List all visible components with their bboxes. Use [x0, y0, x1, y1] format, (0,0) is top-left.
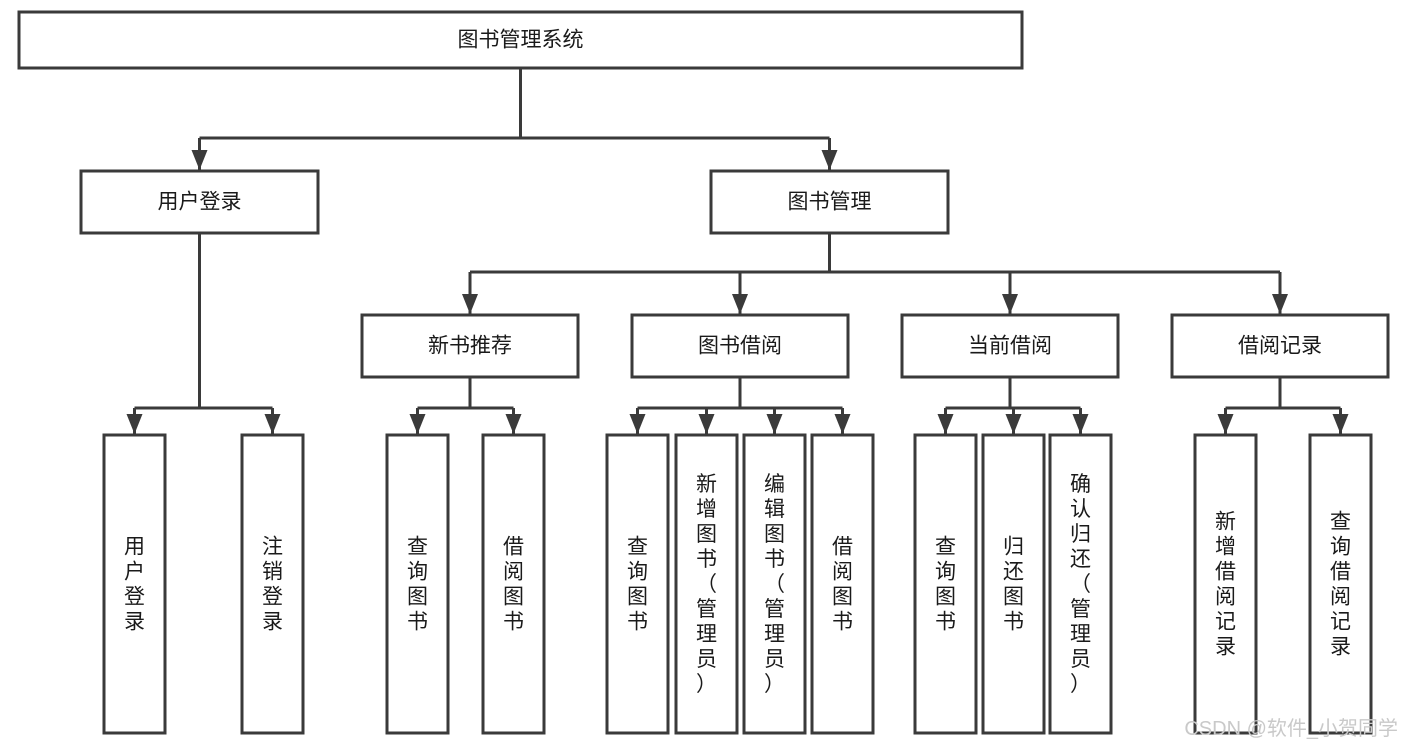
watermark-text: CSDN @软件_小贺同学 [1184, 717, 1398, 740]
edge-user-login-to-leaves-arrow-0 [126, 414, 143, 434]
node-leaf-add-book-admin[interactable]: 新增图书（管理员） [674, 433, 739, 735]
node-leaf-borrow-book-new[interactable]: 借阅图书 [481, 433, 546, 735]
edge-new-book-recommend-to-leaves [409, 377, 522, 434]
node-leaf-query-borrow-record-label: 查询借阅记录 [1330, 511, 1351, 659]
edge-book-borrow-to-leaves-arrow-3 [834, 414, 851, 434]
node-leaf-query-book-borrow-box [605, 433, 670, 735]
edge-book-management-to-level2 [462, 233, 1288, 314]
edge-root-to-level1-arrow-1 [821, 150, 838, 170]
edge-borrow-records-to-leaves [1217, 377, 1349, 434]
node-leaf-logout-box [240, 433, 305, 735]
node-leaf-query-book-current-label: 查询图书 [935, 536, 956, 634]
node-user-login-label: 用户登录 [158, 191, 242, 214]
node-root-system-label: 图书管理系统 [458, 29, 584, 52]
node-leaf-return-book-box [981, 433, 1046, 735]
node-user-login[interactable]: 用户登录 [79, 169, 320, 235]
node-leaf-query-book-current[interactable]: 查询图书 [913, 433, 978, 735]
node-book-management[interactable]: 图书管理 [709, 169, 950, 235]
node-leaf-return-book-label: 归还图书 [1003, 536, 1024, 634]
node-new-book-recommend-box [360, 313, 580, 379]
node-leaf-borrow-book-new-label: 借阅图书 [503, 536, 524, 634]
edge-book-management-to-level2-arrow-2 [1002, 294, 1018, 314]
node-book-management-label: 图书管理 [788, 191, 872, 214]
node-leaf-borrow-book[interactable]: 借阅图书 [810, 433, 875, 735]
node-user-login-box [79, 169, 320, 235]
edge-book-borrow-to-leaves-arrow-1 [698, 414, 715, 434]
node-leaf-confirm-return-admin-box [1048, 433, 1113, 735]
edge-current-borrow-to-leaves-arrow-0 [937, 414, 954, 434]
node-leaf-query-book-new[interactable]: 查询图书 [385, 433, 450, 735]
node-leaf-user-login[interactable]: 用户登录 [102, 433, 167, 735]
node-leaf-confirm-return-admin-label: 确认归还（管理员） [1070, 473, 1091, 696]
node-leaf-query-book-current-box [913, 433, 978, 735]
node-book-management-box [709, 169, 950, 235]
edge-user-login-to-leaves-arrow-1 [264, 414, 281, 434]
node-book-borrow-label: 图书借阅 [698, 335, 782, 358]
node-leaf-query-borrow-record[interactable]: 查询借阅记录 [1308, 433, 1373, 735]
node-current-borrow-label: 当前借阅 [968, 335, 1052, 358]
node-current-borrow-box [900, 313, 1120, 379]
node-leaf-return-book[interactable]: 归还图书 [981, 433, 1046, 735]
node-leaf-add-borrow-record[interactable]: 新增借阅记录 [1193, 433, 1258, 735]
node-book-borrow-box [630, 313, 850, 379]
edge-book-management-to-level2-arrow-0 [462, 294, 478, 314]
node-leaf-logout-label: 注销登录 [262, 536, 283, 634]
edge-book-borrow-to-leaves [629, 377, 851, 434]
node-new-book-recommend[interactable]: 新书推荐 [360, 313, 580, 379]
node-leaf-borrow-book-new-box [481, 433, 546, 735]
edge-borrow-records-to-leaves-arrow-1 [1332, 414, 1349, 434]
node-root-system[interactable]: 图书管理系统 [17, 10, 1024, 70]
node-leaf-add-book-admin-box [674, 433, 739, 735]
node-leaf-borrow-book-box [810, 433, 875, 735]
edge-current-borrow-to-leaves-arrow-2 [1072, 414, 1089, 434]
edge-new-book-recommend-to-leaves-arrow-1 [505, 414, 522, 434]
node-leaf-borrow-book-label: 借阅图书 [832, 536, 853, 634]
node-borrow-records[interactable]: 借阅记录 [1170, 313, 1390, 379]
edge-book-management-to-level2-arrow-1 [732, 294, 748, 314]
node-root-system-box [17, 10, 1024, 70]
edge-new-book-recommend-to-leaves-arrow-0 [409, 414, 426, 434]
node-leaf-query-book-new-label: 查询图书 [407, 536, 428, 634]
node-leaf-user-login-box [102, 433, 167, 735]
node-leaf-logout[interactable]: 注销登录 [240, 433, 305, 735]
connector-edges [126, 68, 1349, 434]
node-leaf-add-borrow-record-label: 新增借阅记录 [1215, 511, 1236, 659]
node-leaf-edit-book-admin-box [742, 433, 807, 735]
edge-current-borrow-to-leaves [937, 377, 1089, 434]
node-borrow-records-label: 借阅记录 [1238, 335, 1322, 358]
edge-current-borrow-to-leaves-arrow-1 [1005, 414, 1022, 434]
node-borrow-records-box [1170, 313, 1390, 379]
edge-user-login-to-leaves [126, 233, 281, 434]
node-leaf-user-login-label: 用户登录 [124, 536, 145, 634]
node-book-borrow[interactable]: 图书借阅 [630, 313, 850, 379]
node-leaf-query-book-borrow-label: 查询图书 [627, 536, 648, 634]
node-leaf-edit-book-admin-label: 编辑图书（管理员） [764, 473, 785, 696]
node-leaf-query-borrow-record-box [1308, 433, 1373, 735]
node-leaf-query-book-new-box [385, 433, 450, 735]
node-leaf-add-book-admin-label: 新增图书（管理员） [696, 473, 717, 696]
edge-book-borrow-to-leaves-arrow-2 [766, 414, 783, 434]
node-new-book-recommend-label: 新书推荐 [428, 335, 512, 358]
edge-book-borrow-to-leaves-arrow-0 [629, 414, 646, 434]
node-leaf-query-book-borrow[interactable]: 查询图书 [605, 433, 670, 735]
node-leaf-confirm-return-admin[interactable]: 确认归还（管理员） [1048, 433, 1113, 735]
diagram-nodes: 图书管理系统用户登录图书管理新书推荐图书借阅当前借阅借阅记录用户登录注销登录查询… [17, 10, 1390, 735]
edge-root-to-level1-arrow-0 [191, 150, 208, 170]
node-leaf-add-borrow-record-box [1193, 433, 1258, 735]
node-current-borrow[interactable]: 当前借阅 [900, 313, 1120, 379]
edge-root-to-level1 [191, 68, 838, 170]
edge-book-management-to-level2-arrow-3 [1272, 294, 1288, 314]
edge-borrow-records-to-leaves-arrow-0 [1217, 414, 1234, 434]
node-leaf-edit-book-admin[interactable]: 编辑图书（管理员） [742, 433, 807, 735]
